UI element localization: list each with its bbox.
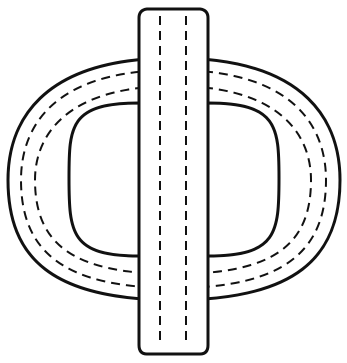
left-counter-outline [69,103,139,256]
stem-body [139,9,208,354]
right-counter-outline [208,103,279,256]
